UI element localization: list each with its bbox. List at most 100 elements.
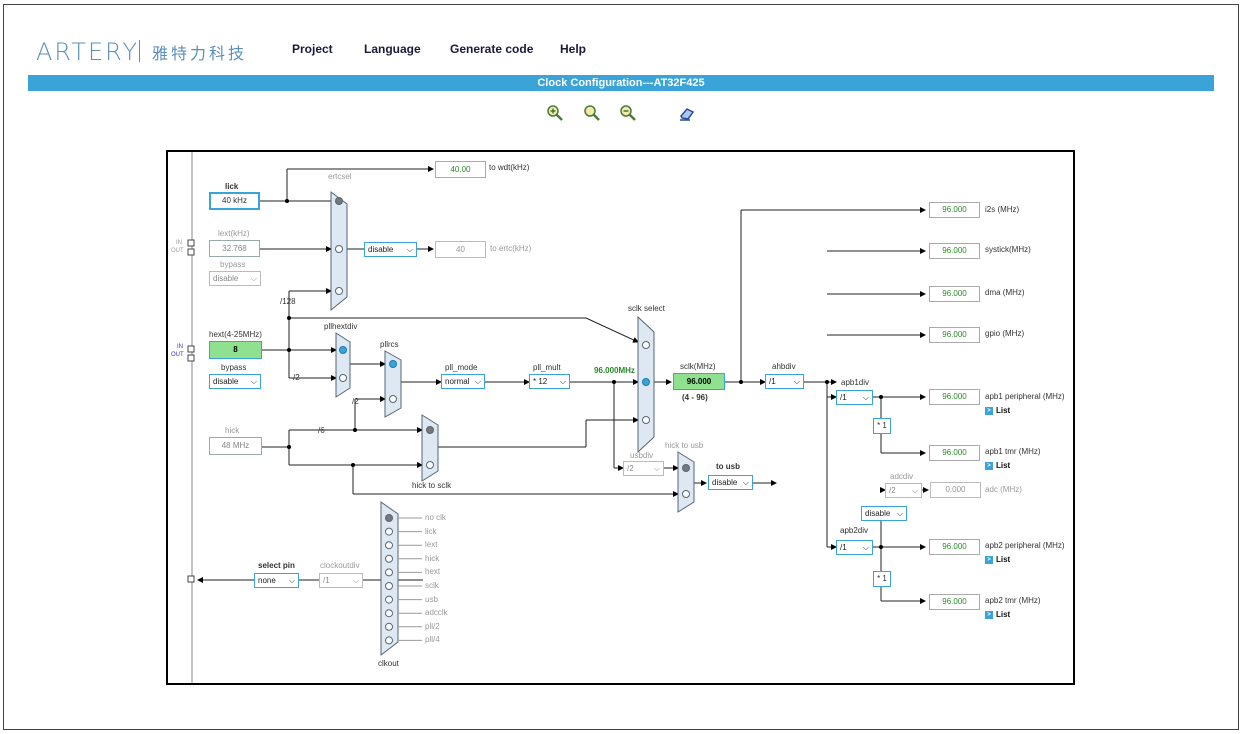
- dma-label: dma (MHz): [985, 288, 1025, 297]
- expand-icon: >: [985, 555, 993, 564]
- div128-label: /128: [280, 297, 296, 306]
- ertc-value: 40: [435, 241, 486, 258]
- hext-bypass-select[interactable]: disable⌵: [209, 374, 261, 389]
- zoom-in-icon[interactable]: [546, 104, 564, 122]
- usbdiv-select[interactable]: /2⌵: [623, 461, 664, 476]
- apb1-peripheral-label: apb1 peripheral (MHz): [985, 392, 1065, 401]
- apb2div-select[interactable]: /1⌵: [836, 540, 873, 555]
- sclk-label: sclk(MHz): [680, 362, 716, 371]
- nav-generate-code[interactable]: Generate code: [450, 42, 534, 56]
- pllhextdiv-div2: /2: [293, 373, 300, 382]
- pll-mult-select[interactable]: * 12⌵: [529, 374, 570, 389]
- apb2-tmr-list[interactable]: >List: [985, 610, 1010, 619]
- ertc-select[interactable]: disable⌵: [364, 242, 417, 257]
- lext-label: lext(kHz): [218, 229, 250, 238]
- i2s-value: 96.000: [929, 202, 980, 218]
- clkout-option-label: hext: [425, 567, 441, 577]
- hext-label: hext(4-25MHz): [209, 330, 262, 339]
- hick-to-sclk-label: hick to sclk: [412, 481, 452, 490]
- logo-text: ARTERY: [36, 38, 139, 66]
- clkout-option-radio[interactable]: [385, 568, 393, 577]
- logo-chinese: 雅特力科技: [152, 44, 248, 63]
- lext-bypass-label: bypass: [220, 260, 246, 269]
- clkout-option-radio[interactable]: [385, 541, 393, 550]
- clkout-option-radio[interactable]: [385, 636, 393, 645]
- adc-value: 0.000: [930, 482, 981, 498]
- adc-label: adc (MHz): [985, 485, 1022, 494]
- apb2-tmr-label: apb2 tmr (MHz): [985, 596, 1041, 605]
- clkout-option-radio[interactable]: [385, 609, 393, 618]
- clkout-option-label: pll/2: [425, 621, 440, 631]
- clkout-option-label: adcclk: [425, 608, 448, 618]
- expand-icon: >: [985, 406, 993, 415]
- ahbdiv-select[interactable]: /1⌵: [765, 374, 804, 389]
- nav-help[interactable]: Help: [560, 42, 587, 56]
- apb2div-label: apb2div: [840, 526, 869, 535]
- hick-label: hick: [225, 426, 240, 435]
- clkout-option-label: sclk: [425, 581, 439, 590]
- apb1-tmr-label: apb1 tmr (MHz): [985, 447, 1041, 456]
- clkout-option-radio[interactable]: [385, 527, 393, 536]
- clkout-option-radio[interactable]: [385, 582, 393, 590]
- clkout-option-label: no clk: [425, 513, 446, 522]
- lext-in-label: IN: [176, 240, 182, 246]
- lext-bypass-select[interactable]: disable⌵: [209, 271, 261, 286]
- clkout-option-radio[interactable]: [385, 554, 393, 563]
- to-usb-label: to usb: [716, 462, 740, 471]
- pllhextdiv-label: pllhextdiv: [324, 322, 358, 331]
- apb1-mult: * 1: [873, 418, 891, 434]
- pll-mode-label: pll_mode: [445, 363, 478, 372]
- clkout-option-label: pll/4: [425, 635, 440, 645]
- clkout-option-label: lext: [425, 540, 438, 550]
- apb1-peripheral-list[interactable]: >List: [985, 406, 1010, 415]
- lick-value[interactable]: 40 kHz: [209, 192, 260, 210]
- wdt-label: to wdt(kHz): [489, 163, 530, 172]
- lext-value[interactable]: 32.768: [209, 240, 260, 257]
- apb2-peripheral-list[interactable]: >List: [985, 555, 1010, 564]
- apb2-tmr-value: 96.000: [929, 594, 980, 610]
- ertcsel-label: ertcsel: [328, 172, 352, 181]
- select-pin-select[interactable]: none⌵: [254, 573, 299, 588]
- hext-in-label: IN: [177, 344, 183, 350]
- zoom-reset-icon[interactable]: [583, 104, 601, 122]
- clkout-option-radio[interactable]: [385, 595, 393, 604]
- apb2-peripheral-label: apb2 peripheral (MHz): [985, 541, 1065, 550]
- hick-value: 48 MHz: [209, 437, 262, 455]
- clkout-label: clkout: [378, 659, 399, 668]
- apb1-tmr-list[interactable]: >List: [985, 461, 1010, 470]
- expand-icon: >: [985, 461, 993, 470]
- app-frame: [3, 4, 1239, 730]
- apb1-peripheral-value: 96.000: [929, 389, 980, 405]
- pll-out-freq: 96.000MHz: [594, 366, 635, 375]
- apb1div-select[interactable]: /1⌵: [836, 390, 873, 405]
- hext-bypass-label: bypass: [221, 363, 247, 372]
- clkout-option-label: hick: [425, 553, 440, 563]
- sclk-value: 96.000: [673, 373, 725, 390]
- lick-label: lick: [225, 182, 239, 191]
- adcdiv-select[interactable]: /2⌵: [885, 483, 922, 498]
- dma-value: 96.000: [929, 286, 980, 302]
- apb2-mult: * 1: [873, 571, 891, 587]
- nav-project[interactable]: Project: [292, 42, 333, 56]
- select-pin-label: select pin: [258, 561, 295, 570]
- pllrcs-label: pllrcs: [380, 340, 399, 349]
- hext-value[interactable]: 8: [209, 341, 262, 359]
- clkout-option-radio[interactable]: [385, 622, 393, 631]
- ertc-label: to ertc(kHz): [490, 244, 532, 253]
- clock-diagram: lick 40 kHz lext(kHz) 32.768 bypass disa…: [166, 150, 1075, 685]
- apb1-tmr-value: 96.000: [929, 445, 980, 461]
- adc-enable-select[interactable]: disable⌵: [861, 506, 907, 521]
- pll-mode-select[interactable]: normal⌵: [441, 374, 485, 389]
- to-usb-select[interactable]: disable⌵: [708, 475, 753, 490]
- adcdiv-label: adcdiv: [890, 472, 914, 481]
- nav-language[interactable]: Language: [364, 42, 421, 56]
- eraser-icon[interactable]: [678, 104, 696, 122]
- usbdiv-label: usbdiv: [630, 451, 654, 460]
- clockoutdiv-select[interactable]: /1⌵: [319, 573, 363, 588]
- zoom-out-icon[interactable]: [619, 104, 637, 122]
- clkout-option-radio[interactable]: [385, 514, 393, 522]
- pllrcs-div2: /2: [352, 397, 359, 406]
- clockoutdiv-label: clockoutdiv: [320, 561, 360, 570]
- systick-value: 96.000: [929, 243, 980, 259]
- sclk-select-label: sclk select: [628, 304, 665, 313]
